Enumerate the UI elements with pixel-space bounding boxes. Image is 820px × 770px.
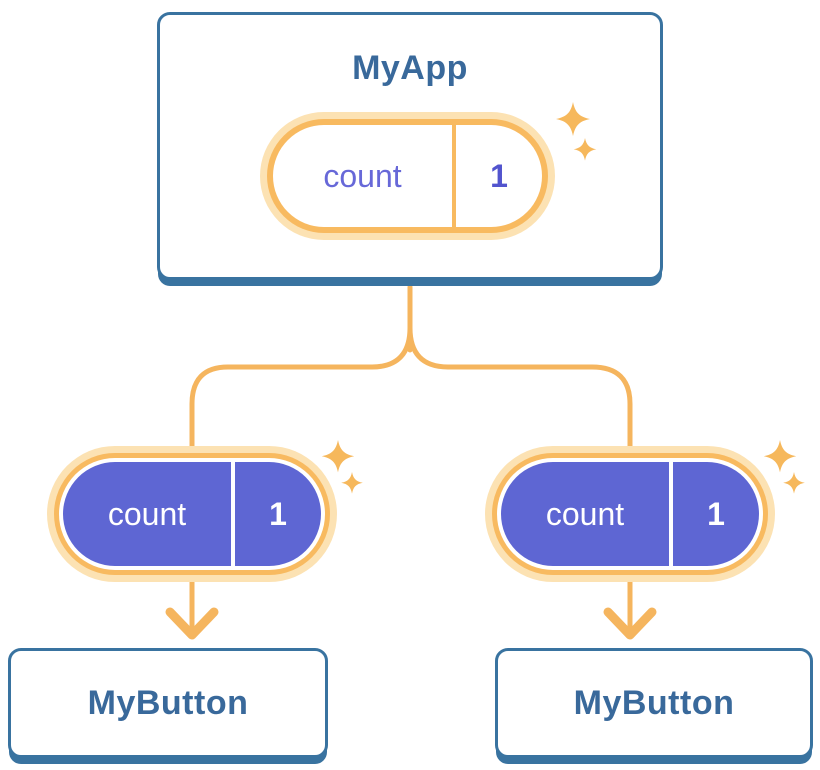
component-card-mybutton-right: MyButton [495,648,813,758]
component-title: MyButton [87,684,249,722]
state-value-label: 1 [269,495,287,532]
pill-divider [669,462,673,566]
pill-body: count 1 [63,462,321,566]
state-value-cell: 1 [673,462,759,566]
state-value-cell: 1 [235,462,321,566]
state-name-cell: count [273,125,452,227]
pill-ring: count 1 [54,453,330,575]
pill-divider [452,125,456,227]
state-name-label: count [107,495,187,532]
sparkle-icon [556,102,597,161]
state-name-cell: count [63,462,231,566]
state-pill-root: count 1 [260,112,555,240]
connector-branch-left [189,327,413,480]
pill-divider [231,462,235,566]
component-title: MyApp [352,49,468,87]
state-name-label: count [323,157,402,194]
sparkle-icon [321,440,363,494]
pill-ring: count 1 [267,119,548,233]
pill-inner-ring: count 1 [497,458,763,570]
pill-body: count 1 [501,462,759,566]
sparkle-icon [763,440,805,494]
connector-branch-right [407,327,633,480]
state-name-cell: count [501,462,669,566]
state-pill-right-child: count 1 [485,446,775,582]
component-card-mybutton-left: MyButton [8,648,328,758]
pill-body: count 1 [273,125,542,227]
pill-inner-ring: count 1 [59,458,325,570]
state-value-label: 1 [490,157,508,194]
state-value-cell: 1 [456,125,542,227]
component-title: MyButton [573,684,735,722]
state-name-label: count [545,495,625,532]
arrow-down-icon [603,607,657,640]
arrow-down-icon [165,607,219,640]
pill-ring: count 1 [492,453,768,575]
state-value-label: 1 [707,495,725,532]
state-pill-left-child: count 1 [47,446,337,582]
